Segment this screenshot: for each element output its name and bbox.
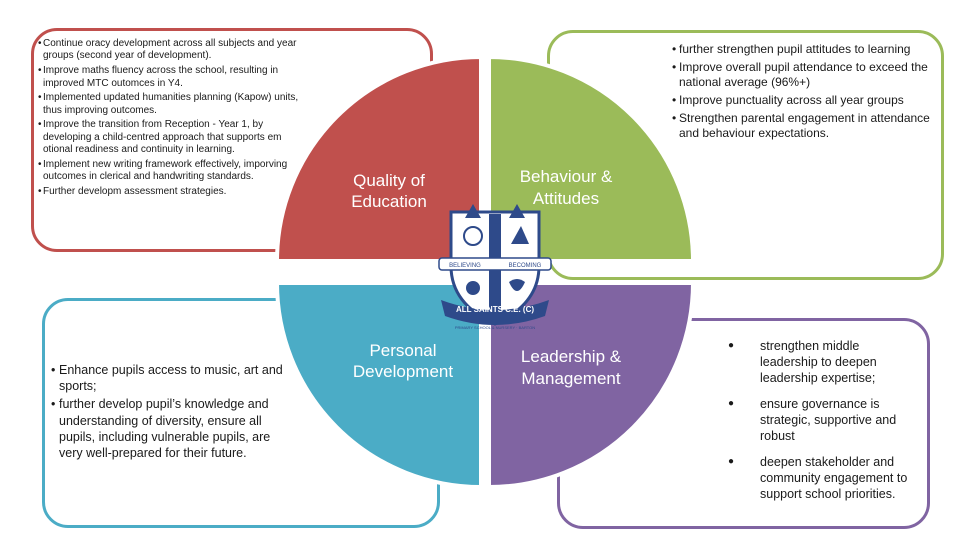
personal-label-line2: Development (353, 362, 453, 381)
leadership-priorities-list: strengthen middle leadership to deepen l… (728, 338, 918, 512)
list-item: Improve overall pupil attendance to exce… (672, 60, 940, 90)
list-item: Implemented updated humanities planning … (38, 92, 308, 117)
behaviour-quadrant (487, 54, 696, 263)
leadership-label-line1: Leadership & (521, 347, 622, 366)
list-item: ensure governance is strategic, supporti… (728, 396, 918, 444)
list-item: Strengthen parental engagement in attend… (672, 111, 940, 141)
behaviour-label-line1: Behaviour & (520, 167, 613, 186)
list-item: further develop pupil’s knowledge and un… (51, 396, 291, 461)
list-item: Enhance pupils access to music, art and … (51, 362, 291, 394)
list-item: deepen stakeholder and community engagem… (728, 454, 918, 502)
personal-quadrant (274, 281, 483, 490)
quality-label-line1: Quality of (353, 171, 425, 190)
personal-label-line1: Personal (369, 341, 436, 360)
quality-quadrant (274, 54, 483, 263)
list-item: Continue oracy development across all su… (38, 38, 308, 63)
quality-priorities-list: Continue oracy development across all su… (38, 38, 308, 201)
crest-sub-line: PRIMARY SCHOOL & NURSERY · BARTON (455, 325, 535, 330)
leadership-label-line2: Management (521, 369, 621, 388)
crest-banner-left: BELIEVING (449, 263, 481, 269)
list-item: further strengthen pupil attitudes to le… (672, 42, 940, 57)
behaviour-label-line2: Attitudes (533, 189, 599, 208)
crest-banner-right: BECOMING (509, 263, 542, 269)
school-crest-icon: BELIEVING BECOMING ALL SAINTS C.E. (C) P… (438, 204, 552, 330)
crest-school-name: ALL SAINTS C.E. (C) (456, 305, 534, 314)
behaviour-priorities-list: further strengthen pupil attitudes to le… (672, 42, 940, 144)
personal-priorities-list: Enhance pupils access to music, art and … (51, 362, 291, 463)
list-item: Implement new writing framework effectiv… (38, 159, 308, 184)
leadership-quadrant (487, 281, 696, 490)
list-item: Further developm assessment strategies. (38, 186, 308, 199)
list-item: strengthen middle leadership to deepen l… (728, 338, 918, 386)
list-item: Improve maths fluency across the school,… (38, 65, 308, 90)
quality-label-line2: Education (351, 192, 427, 211)
list-item: Improve the transition from Reception - … (38, 119, 308, 156)
list-item: Improve punctuality across all year grou… (672, 93, 940, 108)
